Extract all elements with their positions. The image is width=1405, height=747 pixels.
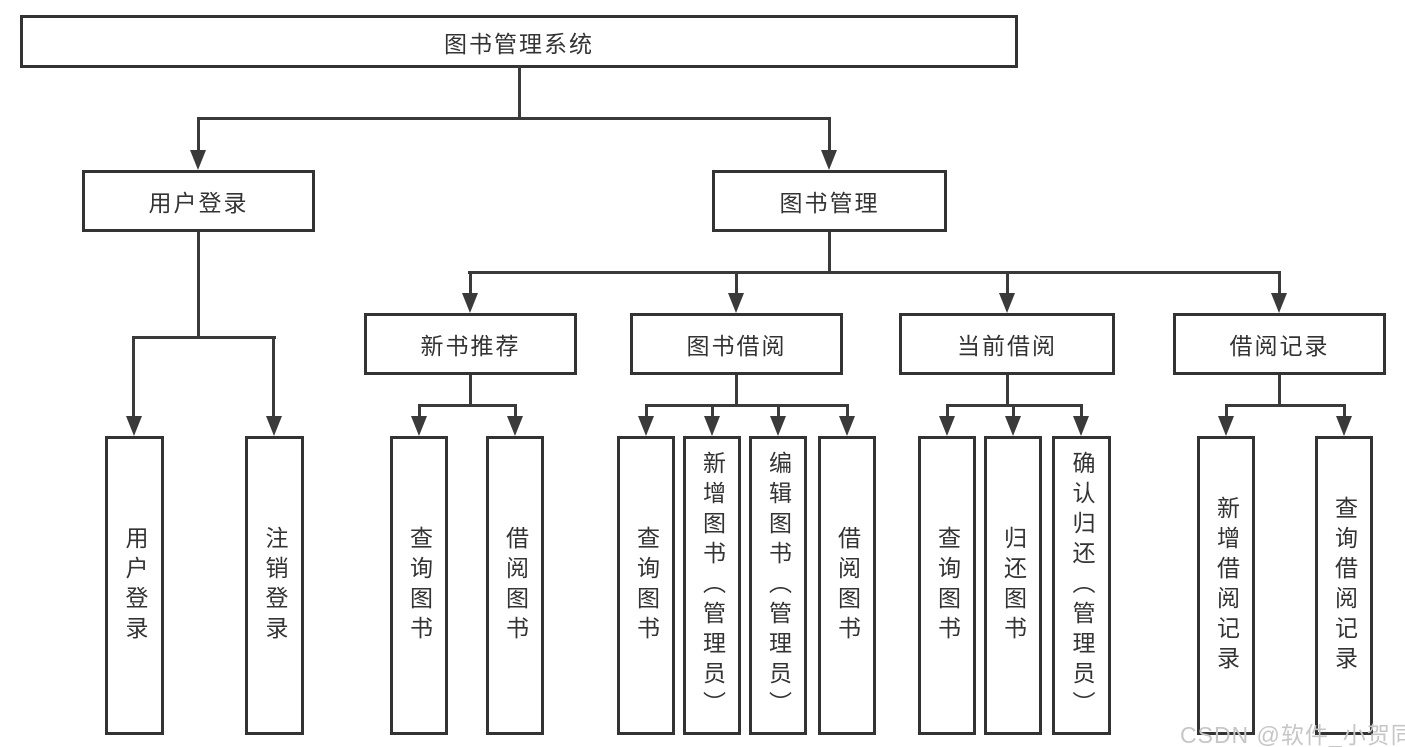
arrow-bookborrow — [728, 293, 744, 313]
arrow-leaf — [1073, 416, 1089, 436]
arrow-leaf-logout — [266, 416, 282, 436]
arrow-leaf — [638, 416, 654, 436]
arrow-leaf — [507, 416, 523, 436]
leaf-label: 借阅图书 — [834, 525, 861, 646]
node-borrowing-records: 借阅记录 — [1173, 313, 1386, 375]
leaf-return-books: 归还图书 — [984, 436, 1042, 735]
connector-drop-newbook — [469, 271, 472, 297]
connector-currentborrow-stub — [1006, 375, 1009, 407]
leaf-user-login: 用户登录 — [105, 436, 164, 735]
connector-newbook-stub — [469, 375, 472, 407]
connector-root-bus — [197, 117, 831, 120]
leaf-add-borrow-record: 新增借阅记录 — [1197, 436, 1255, 735]
leaf-label: 编辑图书（管理员） — [765, 450, 792, 721]
leaf-label: 查询借阅记录 — [1331, 495, 1358, 676]
leaf-add-books-admin: 新增图书（管理员） — [683, 436, 741, 735]
leaf-query-borrow-record: 查询借阅记录 — [1315, 436, 1373, 735]
arrow-leaf — [1218, 416, 1234, 436]
leaf-label: 查询图书 — [934, 525, 961, 646]
connector-drop-leaf-logout — [272, 336, 275, 420]
arrow-leaf — [770, 416, 786, 436]
node-new-book-recommendation: 新书推荐 — [364, 313, 577, 375]
node-library-management-system: 图书管理系统 — [20, 15, 1018, 68]
leaf-query-books-borrow: 查询图书 — [617, 436, 675, 735]
arrow-leaf-userlogin — [126, 416, 142, 436]
node-label: 当前借阅 — [957, 333, 1057, 359]
leaf-label: 新增借阅记录 — [1213, 495, 1240, 676]
arrow-newbook — [462, 293, 478, 313]
connector-root-stub — [518, 66, 521, 120]
node-book-borrowing: 图书借阅 — [630, 313, 843, 375]
arrow-leaf — [704, 416, 720, 436]
leaf-label: 查询图书 — [633, 525, 660, 646]
leaf-logout: 注销登录 — [245, 436, 304, 735]
leaf-confirm-return-admin: 确认归还（管理员） — [1052, 436, 1111, 735]
node-label: 借阅记录 — [1229, 333, 1330, 359]
leaf-label: 查询图书 — [406, 525, 433, 646]
leaf-borrow-books: 借阅图书 — [818, 436, 876, 735]
node-label: 新书推荐 — [420, 333, 521, 359]
node-label: 用户登录 — [148, 190, 249, 216]
node-current-borrowing: 当前借阅 — [899, 313, 1115, 375]
arrow-leaf — [411, 416, 427, 436]
connector-drop — [846, 404, 849, 420]
node-book-management: 图书管理 — [712, 170, 947, 232]
arrow-leaf — [939, 416, 955, 436]
connector-bookborrow-bus — [645, 404, 849, 407]
connector-userlogin-bus — [132, 336, 276, 339]
leaf-edit-books-admin: 编辑图书（管理员） — [749, 436, 807, 735]
connector-drop-bookborrow — [735, 271, 738, 297]
connector-drop — [418, 404, 421, 420]
arrow-borrowrecords — [1271, 293, 1287, 313]
leaf-label: 新增图书（管理员） — [699, 450, 726, 721]
leaf-borrow-books-newrec: 借阅图书 — [486, 436, 544, 735]
connector-userlogin-stub — [197, 232, 200, 339]
connector-drop — [1343, 404, 1346, 420]
leaf-label: 确认归还（管理员） — [1069, 450, 1095, 721]
connector-drop — [777, 404, 780, 420]
connector-drop — [946, 404, 949, 420]
connector-drop — [645, 404, 648, 420]
connector-bookborrow-stub — [735, 375, 738, 407]
connector-drop — [711, 404, 714, 420]
connector-borrowrecords-bus — [1225, 404, 1346, 407]
node-user-login: 用户登录 — [82, 170, 315, 232]
node-label: 图书管理 — [779, 190, 880, 216]
arrow-currentborrow — [999, 293, 1015, 313]
connector-drop-user-login — [197, 117, 200, 155]
connector-borrowrecords-stub — [1278, 375, 1281, 407]
arrow-leaf — [1005, 416, 1021, 436]
node-label: 图书借阅 — [686, 333, 787, 359]
csdn-watermark: CSDN @软件_小贺同学 — [1180, 722, 1405, 747]
leaf-query-books-newrec: 查询图书 — [390, 436, 448, 735]
leaf-label: 用户登录 — [122, 525, 148, 646]
leaf-query-books-current: 查询图书 — [918, 436, 976, 735]
arrow-book-mgmt — [821, 150, 837, 170]
node-label: 图书管理系统 — [444, 30, 594, 57]
arrow-leaf — [1336, 416, 1352, 436]
connector-newbook-bus — [418, 404, 517, 407]
leaf-label: 注销登录 — [262, 525, 288, 646]
arrow-leaf — [839, 416, 855, 436]
connector-drop — [1225, 404, 1228, 420]
leaf-label: 借阅图书 — [502, 525, 529, 646]
connector-drop-leaf-userlogin — [132, 336, 135, 420]
connector-drop — [1012, 404, 1015, 420]
connector-level3-bus — [468, 271, 1281, 274]
connector-drop — [514, 404, 517, 420]
arrow-user-login — [190, 150, 206, 170]
connector-drop — [1080, 404, 1083, 420]
connector-drop-book-mgmt — [828, 117, 831, 155]
connector-drop-borrowrecords — [1278, 271, 1281, 297]
connector-bookmgmt-stub — [828, 232, 831, 274]
leaf-label: 归还图书 — [1000, 525, 1027, 646]
connector-drop-currentborrow — [1006, 271, 1009, 297]
